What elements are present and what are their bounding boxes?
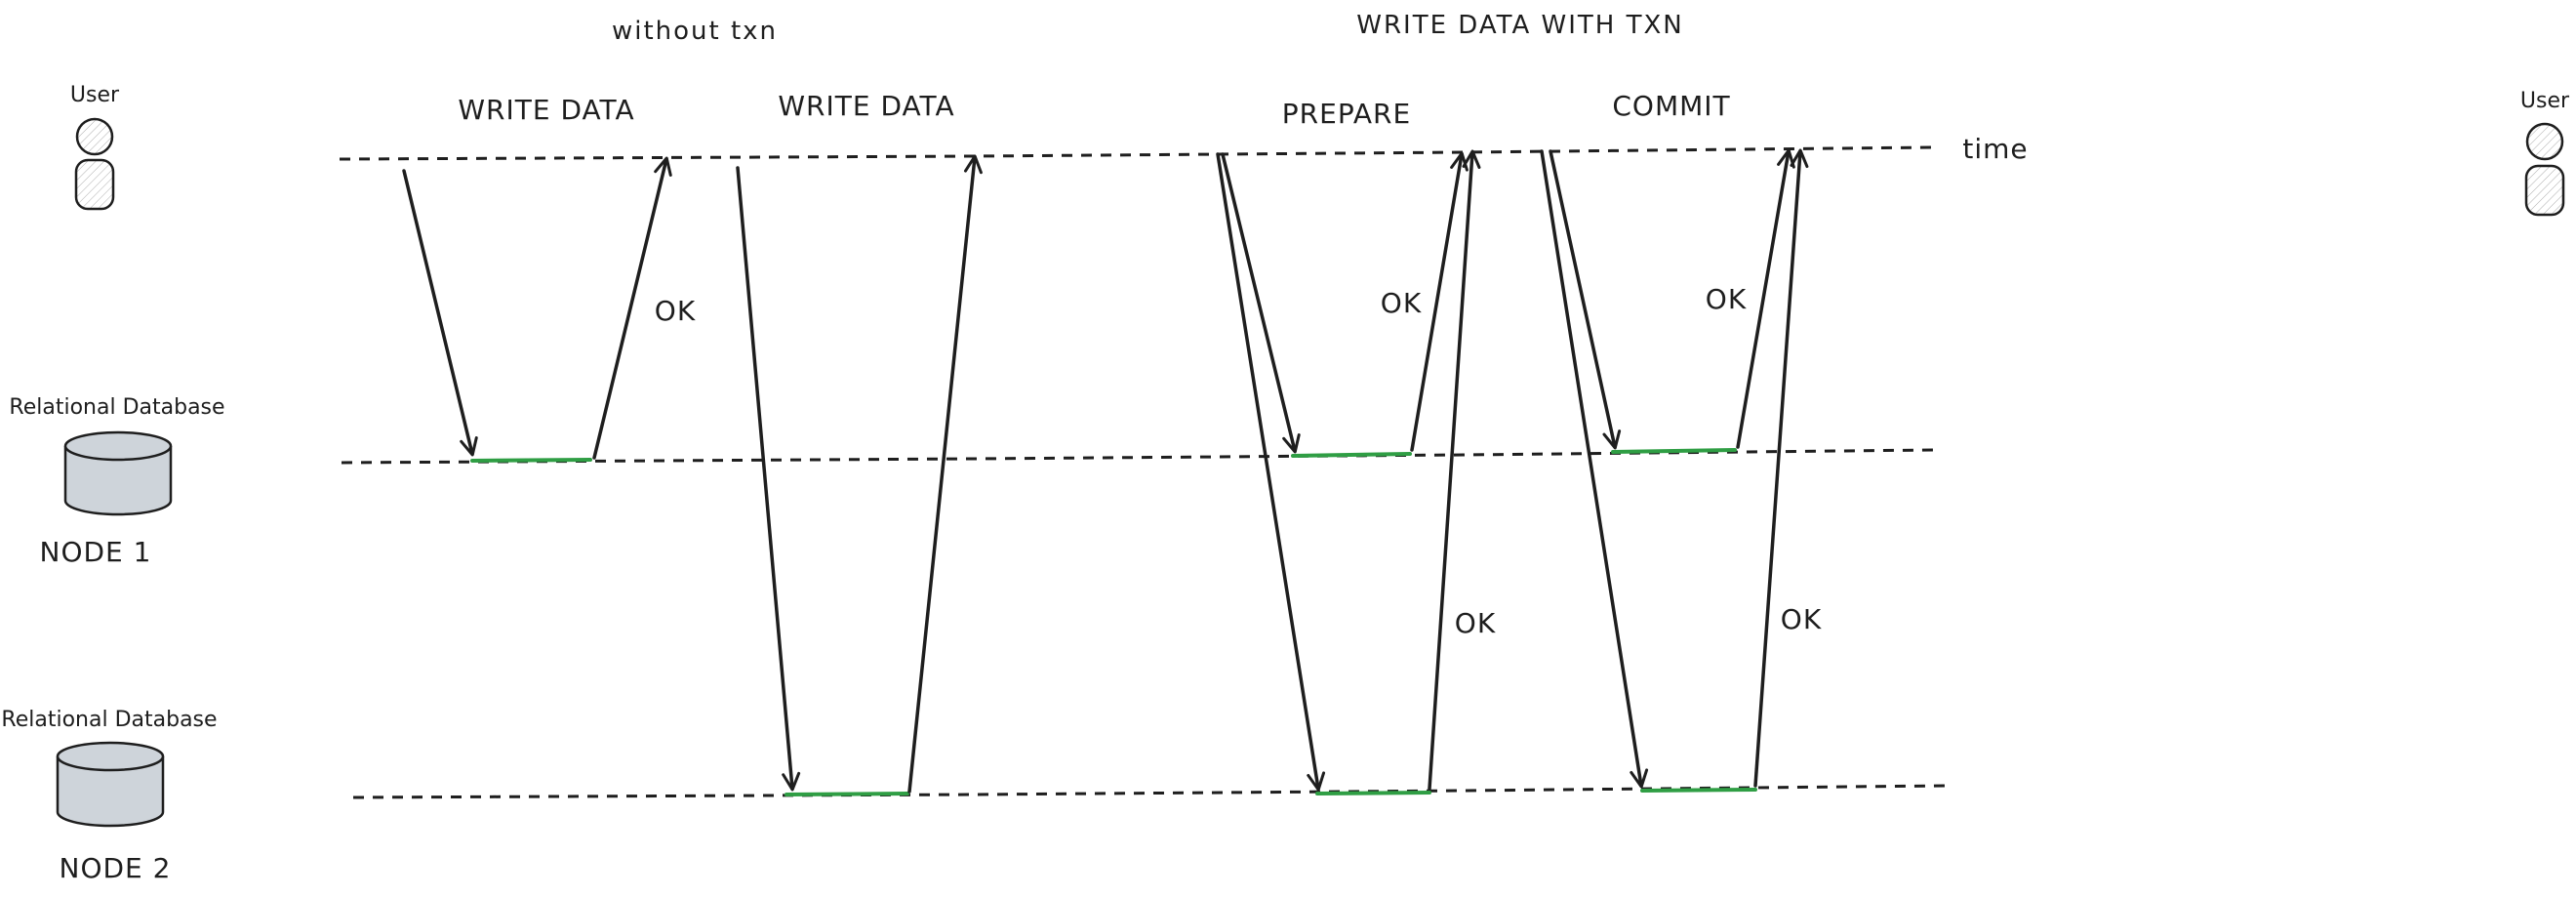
node2-name: NODE 2 xyxy=(60,852,172,884)
processing-bar-node2-write xyxy=(785,792,909,796)
user-left-label: User xyxy=(70,83,120,107)
timeline-label: time xyxy=(1962,133,2028,165)
arrow-write-to-node1 xyxy=(402,169,478,457)
database-icon xyxy=(56,741,165,828)
title-without-txn: without txn xyxy=(612,17,778,46)
database-icon xyxy=(63,430,173,516)
node2-database: Relational Database NODE 2 xyxy=(1,708,217,884)
node2-caption: Relational Database xyxy=(1,708,217,732)
ok-label-write-node1: OK xyxy=(655,295,696,327)
title-with-txn: WRITE DATA WITH TXN xyxy=(1356,11,1683,40)
processing-bar-node1-write xyxy=(470,458,592,463)
phase-label-prepare: PREPARE xyxy=(1282,98,1411,130)
arrow-prepare-to-node1 xyxy=(1221,152,1301,454)
arrow-prepare-ok-from-node2 xyxy=(1428,149,1481,791)
arrow-write-to-node2 xyxy=(736,166,801,792)
arrow-prepare-to-node2 xyxy=(1216,152,1326,792)
node1-name: NODE 1 xyxy=(40,536,152,568)
user-right-icon xyxy=(2524,122,2565,217)
phase-label-commit: COMMIT xyxy=(1612,90,1730,122)
arrow-ok-from-node2 xyxy=(907,154,983,794)
node1-database: Relational Database NODE 1 xyxy=(9,395,224,568)
ok-label-commit-node1: OK xyxy=(1706,283,1747,315)
arrow-ok-from-node1 xyxy=(592,156,672,460)
arrow-commit-ok-from-node1 xyxy=(1736,148,1795,449)
node1-caption: Relational Database xyxy=(9,395,224,420)
arrow-commit-ok-from-node2 xyxy=(1753,148,1809,788)
phase-label-write-data-2: WRITE DATA xyxy=(778,90,954,122)
processing-bar-node2-prepare xyxy=(1315,791,1431,795)
ok-label-prepare-node2: OK xyxy=(1455,607,1496,639)
processing-bar-node1-commit xyxy=(1611,448,1737,454)
timeline-user xyxy=(339,145,1933,161)
processing-bar-node2-commit xyxy=(1640,788,1757,793)
arrow-commit-to-node1 xyxy=(1549,149,1622,450)
user-right-label: User xyxy=(2520,89,2570,113)
ok-label-commit-node2: OK xyxy=(1781,603,1822,635)
timeline-node1 xyxy=(341,448,1935,465)
phase-label-write-data-1: WRITE DATA xyxy=(458,94,634,126)
user-right-actor: User xyxy=(2520,89,2570,217)
ok-label-prepare-node1: OK xyxy=(1381,287,1422,319)
processing-bar-node1-prepare xyxy=(1291,452,1412,458)
user-left-actor: User xyxy=(70,83,120,211)
arrow-prepare-ok-from-node1 xyxy=(1410,151,1469,452)
user-left-icon xyxy=(74,117,115,211)
arrow-commit-to-node2 xyxy=(1540,149,1649,789)
